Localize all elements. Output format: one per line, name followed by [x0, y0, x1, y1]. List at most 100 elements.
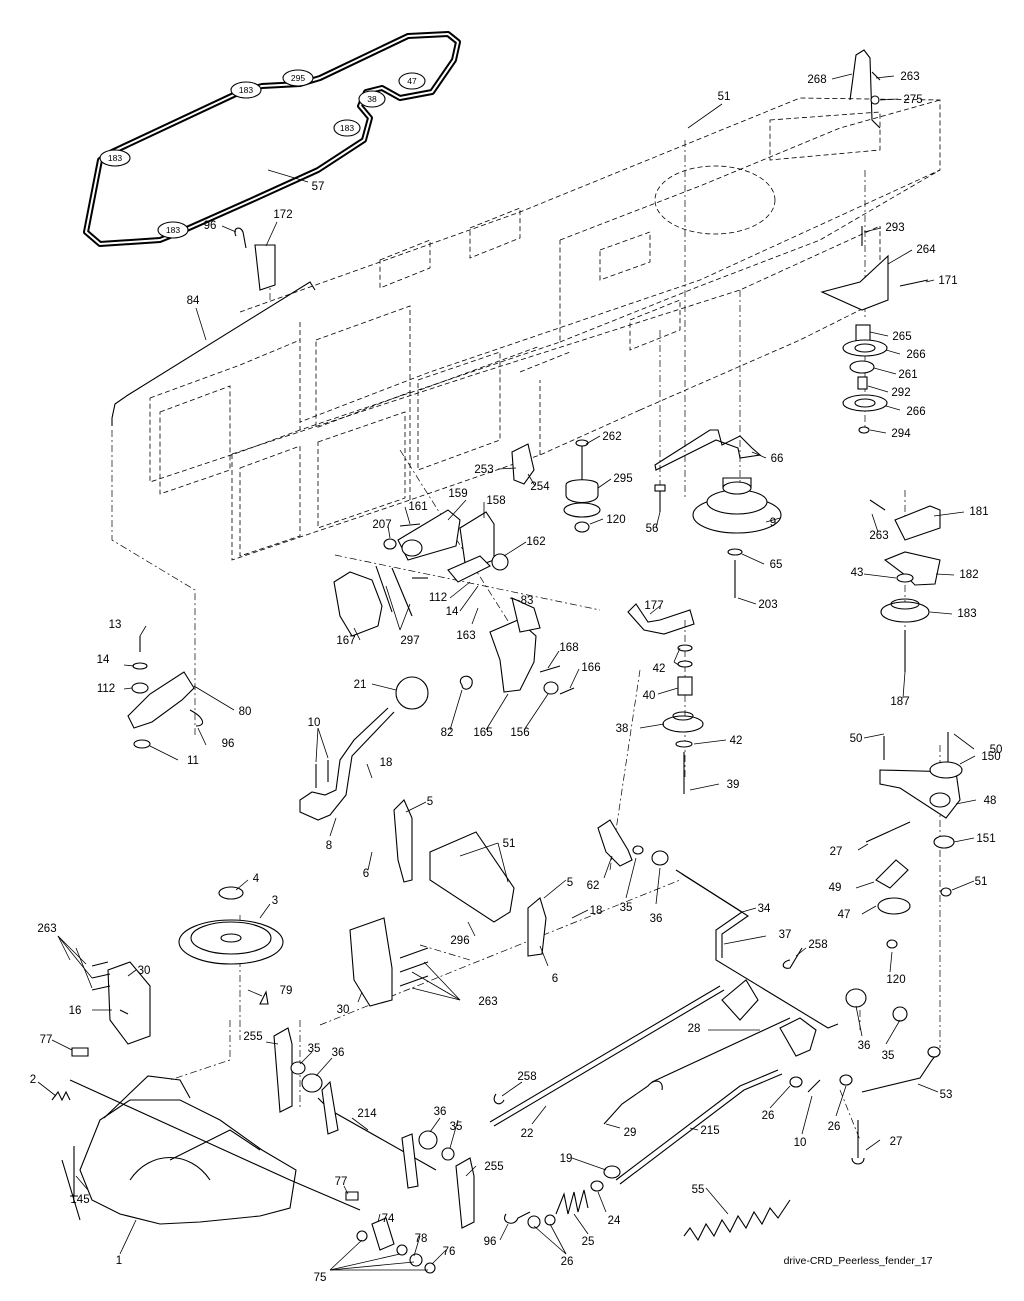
part-294 [858, 426, 870, 434]
callout-297: 297 [400, 635, 419, 647]
part-38 [662, 715, 704, 733]
callout-36: 36 [434, 1106, 447, 1118]
part-265 [855, 324, 871, 342]
part-266a [842, 339, 888, 357]
part-258b [493, 1093, 505, 1105]
part-296 [429, 831, 515, 923]
callout-120: 120 [606, 514, 625, 526]
callout-266: 266 [906, 406, 925, 418]
callout-163: 163 [456, 630, 475, 642]
callout-30: 30 [138, 965, 151, 977]
callout-172: 172 [273, 209, 292, 221]
callout-65: 65 [770, 559, 783, 571]
callout-268: 268 [807, 74, 826, 86]
callout-293: 293 [885, 222, 904, 234]
callout-51: 51 [503, 838, 516, 850]
badge-183-left: 183 [99, 149, 131, 167]
part-24 [590, 1180, 604, 1192]
callout-83: 83 [521, 595, 534, 607]
part-172 [254, 244, 276, 291]
callout-66: 66 [771, 453, 784, 465]
callout-14: 14 [446, 606, 459, 618]
callout-19: 19 [560, 1153, 573, 1165]
part-84 [111, 281, 316, 419]
badge-183-top: 183 [230, 81, 262, 99]
callout-263: 263 [37, 923, 56, 935]
callout-62: 62 [587, 880, 600, 892]
callout-183: 183 [957, 608, 976, 620]
callout-35: 35 [450, 1121, 463, 1133]
part-42b [675, 740, 693, 748]
part-27 [851, 1120, 865, 1165]
callout-27: 27 [890, 1136, 903, 1148]
callout-43: 43 [851, 567, 864, 579]
callout-182: 182 [959, 569, 978, 581]
callout-27: 27 [830, 846, 843, 858]
part-255a [273, 1027, 293, 1113]
callout-261: 261 [898, 369, 917, 381]
callout-159: 159 [448, 488, 467, 500]
callout-5: 5 [427, 796, 433, 808]
part-56 [654, 484, 666, 492]
callout-275: 275 [903, 94, 922, 106]
callout-79: 79 [280, 985, 293, 997]
callout-5: 5 [567, 877, 573, 889]
callout-10: 10 [308, 717, 321, 729]
callout-294: 294 [891, 428, 911, 440]
svg-text:183: 183 [239, 85, 253, 95]
part-62 [597, 819, 633, 867]
callout-38: 38 [616, 723, 629, 735]
part-261 [849, 360, 875, 374]
leader-lines [37, 73, 977, 1271]
part-150 [929, 761, 963, 779]
part-22 [489, 985, 721, 1123]
callout-161: 161 [408, 501, 427, 513]
callout-56: 56 [646, 523, 659, 535]
part-42a [677, 644, 693, 652]
callout-167: 167 [336, 635, 355, 647]
badge-183-bottom: 183 [157, 221, 189, 239]
part-80 [127, 671, 195, 729]
badge-295: 295 [282, 69, 314, 87]
part-258-bracket [779, 1017, 817, 1057]
callout-16: 16 [69, 1005, 82, 1017]
callout-36: 36 [332, 1047, 345, 1059]
callout-39: 39 [727, 779, 740, 791]
callout-42: 42 [653, 663, 666, 675]
callout-4: 4 [253, 873, 260, 885]
part-295 [565, 479, 599, 504]
callout-150: 150 [981, 751, 1000, 763]
callout-171: 171 [938, 275, 957, 287]
callout-162: 162 [526, 536, 545, 548]
callout-37: 37 [779, 929, 792, 941]
part-79 [259, 990, 269, 1005]
part-275 [870, 95, 880, 105]
callout-6: 6 [552, 973, 558, 985]
part-156 [543, 681, 559, 695]
callout-156: 156 [510, 727, 529, 739]
callout-296: 296 [450, 935, 469, 947]
part-266b [842, 394, 888, 412]
part-55 [683, 1199, 791, 1242]
callout-51: 51 [718, 91, 731, 103]
callout-254: 254 [530, 481, 550, 493]
part-11 [133, 739, 151, 749]
callout-26: 26 [762, 1110, 775, 1122]
callout-82: 82 [441, 727, 454, 739]
callout-22: 22 [521, 1128, 534, 1140]
part-151 [933, 835, 955, 849]
drive-belt [83, 31, 461, 247]
part-264 [820, 254, 889, 311]
callout-264: 264 [916, 244, 936, 256]
part-21 [395, 676, 429, 710]
part-253 [511, 443, 535, 485]
part-215 [615, 1069, 779, 1181]
part-8 [299, 707, 395, 821]
callout-215: 215 [700, 1125, 719, 1137]
callout-253: 253 [474, 464, 493, 476]
callout-181: 181 [969, 506, 988, 518]
part-214 [317, 1097, 437, 1171]
part-162 [491, 553, 509, 571]
part-292 [857, 376, 868, 390]
callout-50: 50 [850, 733, 863, 745]
